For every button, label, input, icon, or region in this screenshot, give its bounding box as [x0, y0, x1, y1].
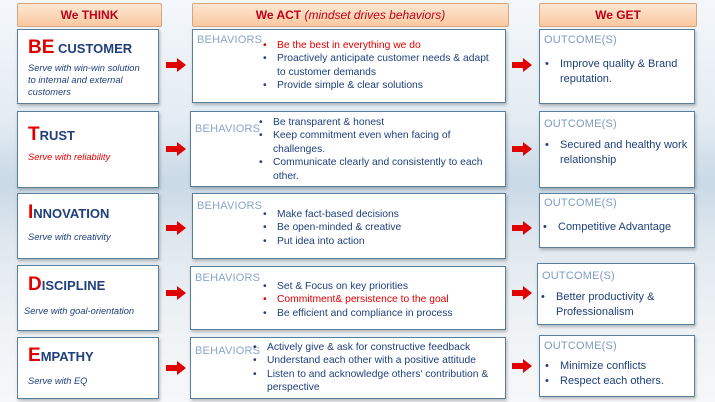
- arrow-right-icon: [512, 286, 532, 300]
- header-think: We THINK: [17, 3, 162, 27]
- arrow-right-icon: [512, 359, 532, 373]
- behaviors-box-empathy: BEHAVIORS Actively give & ask for constr…: [190, 337, 506, 399]
- outcome-box-empathy: OUTCOME(S) Minimize conflicts Respect ea…: [539, 335, 695, 397]
- value-title: INNOVATION: [28, 202, 109, 224]
- behavior-item: Be transparent & honest: [257, 116, 497, 130]
- behavior-item: Put idea into action: [261, 235, 499, 249]
- outcome-box-discipline: OUTCOME(S) Better productivity & Profess…: [537, 263, 695, 325]
- value-rest: RUST: [39, 128, 75, 143]
- behaviors-box-customer: BEHAVIORS Be the best in everything we d…: [192, 29, 506, 103]
- header-get-label: We GET: [595, 8, 641, 22]
- behaviors-label: BEHAVIORS: [195, 123, 261, 135]
- behaviors-list: Make fact-based decisions Be open-minded…: [261, 208, 499, 249]
- outcome-item: Secured and healthy work relationship: [542, 138, 692, 167]
- outcome-box-customer: OUTCOME(S) Improve quality & Brand reput…: [539, 29, 695, 104]
- outcomes-list: Better productivity & Professionalism: [538, 290, 694, 319]
- behavior-item: Be the best in everything we do: [261, 39, 499, 53]
- behaviors-list: Actively give & ask for constructive fee…: [251, 341, 501, 395]
- value-initial: I: [28, 202, 34, 223]
- arrow-right-icon: [512, 142, 532, 156]
- arrow-right-icon: [166, 361, 186, 375]
- behaviors-list: Be the best in everything we do Proactiv…: [261, 39, 499, 93]
- behavior-item: Actively give & ask for constructive fee…: [251, 341, 501, 355]
- behavior-item: Communicate clearly and consistently to …: [257, 156, 497, 183]
- value-title: EMPATHY: [28, 345, 94, 367]
- value-initial: D: [28, 274, 42, 295]
- outcomes-label: OUTCOME(S): [544, 340, 617, 352]
- behaviors-label: BEHAVIORS: [195, 272, 261, 284]
- value-subtitle: Serve with win-win solution to internal …: [28, 63, 140, 97]
- header-act: We ACT (mindset drives behaviors): [192, 3, 509, 27]
- behavior-item: Understand each other with a positive at…: [251, 354, 501, 368]
- think-box-discipline: DISCIPLINE Serve with goal-orientation: [17, 265, 159, 331]
- value-rest: ISCIPLINE: [41, 278, 106, 293]
- behaviors-box-discipline: BEHAVIORS Set & Focus on key priorities …: [190, 266, 506, 330]
- outcome-item: Improve quality & Brand reputation.: [542, 57, 692, 86]
- outcomes-list: Competitive Advantage: [540, 220, 694, 235]
- behaviors-label: BEHAVIORS: [197, 34, 263, 46]
- value-subtitle: Serve with reliability: [28, 152, 111, 162]
- behaviors-box-trust: BEHAVIORS Be transparent & honest Keep c…: [190, 111, 506, 187]
- think-box-empathy: EMPATHY Serve with EQ: [17, 337, 159, 399]
- value-subtitle: Serve with EQ: [28, 376, 88, 386]
- arrow-right-icon: [512, 221, 532, 235]
- outcomes-label: OUTCOME(S): [542, 270, 615, 282]
- behaviors-list: Set & Focus on key priorities Commitment…: [261, 280, 501, 321]
- arrow-right-icon: [166, 286, 186, 300]
- value-initial: BE: [28, 37, 55, 58]
- outcomes-list: Secured and healthy work relationship: [542, 138, 692, 167]
- value-initial: E: [28, 345, 41, 366]
- behavior-item: Proactively anticipate customer needs & …: [261, 52, 499, 79]
- value-rest: MPATHY: [40, 349, 94, 364]
- behavior-item: Be efficient and compliance in process: [261, 307, 501, 321]
- arrow-right-icon: [166, 142, 186, 156]
- outcomes-list: Improve quality & Brand reputation.: [542, 57, 692, 86]
- header-get: We GET: [539, 3, 697, 27]
- behavior-item: Be open-minded & creative: [261, 221, 499, 235]
- value-subtitle: Serve with creativity: [28, 232, 111, 242]
- behaviors-label: BEHAVIORS: [197, 200, 263, 212]
- outcomes-label: OUTCOME(S): [544, 34, 617, 46]
- think-box-trust: TRUST Serve with reliability: [17, 111, 159, 188]
- behavior-item: Provide simple & clear solutions: [261, 79, 499, 93]
- value-rest: CUSTOMER: [54, 41, 133, 56]
- behavior-item: Set & Focus on key priorities: [261, 280, 501, 294]
- outcome-item: Respect each others.: [542, 374, 692, 389]
- header-act-label: We ACT: [255, 8, 302, 22]
- behavior-item: Commitment& persistence to the goal: [261, 293, 501, 307]
- value-initial: T: [28, 124, 40, 145]
- value-title: TRUST: [28, 124, 75, 146]
- value-title: BE CUSTOMER: [28, 37, 132, 59]
- header-act-subtitle: (mindset drives behaviors): [304, 8, 446, 22]
- outcomes-label: OUTCOME(S): [544, 118, 617, 130]
- think-box-innovation: INNOVATION Serve with creativity: [17, 193, 159, 259]
- behaviors-label: BEHAVIORS: [195, 345, 261, 357]
- behaviors-box-innovation: BEHAVIORS Make fact-based decisions Be o…: [192, 193, 506, 259]
- arrow-right-icon: [166, 221, 186, 235]
- arrow-right-icon: [512, 58, 532, 72]
- value-subtitle: Serve with goal-orientation: [24, 306, 135, 316]
- outcome-box-trust: OUTCOME(S) Secured and healthy work rela…: [539, 111, 695, 188]
- think-box-customer: BE CUSTOMER Serve with win-win solution …: [17, 29, 159, 104]
- outcome-item: Better productivity & Professionalism: [538, 290, 694, 319]
- value-rest: NNOVATION: [33, 206, 110, 221]
- behavior-item: Keep commitment even when facing of chal…: [257, 129, 497, 156]
- behaviors-list: Be transparent & honest Keep commitment …: [257, 116, 497, 183]
- outcome-item: Competitive Advantage: [540, 220, 694, 235]
- value-title: DISCIPLINE: [28, 274, 105, 296]
- outcome-box-innovation: OUTCOME(S) Competitive Advantage: [539, 193, 695, 248]
- outcomes-list: Minimize conflicts Respect each others.: [542, 359, 692, 388]
- arrow-right-icon: [166, 58, 186, 72]
- behavior-item: Make fact-based decisions: [261, 208, 499, 222]
- behavior-item: Listen to and acknowledge others' contri…: [251, 368, 501, 395]
- outcomes-label: OUTCOME(S): [544, 197, 617, 209]
- outcome-item: Minimize conflicts: [542, 359, 692, 374]
- header-think-label: We THINK: [60, 8, 119, 22]
